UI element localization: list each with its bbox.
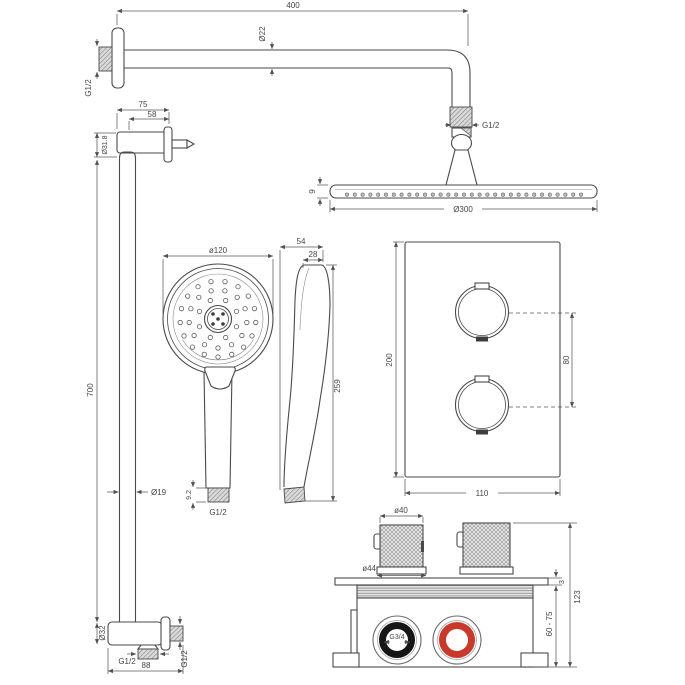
slide-rail-dimensions bbox=[94, 107, 184, 674]
side-front-edge bbox=[283, 264, 305, 488]
rail-top-pin bbox=[171, 139, 188, 149]
valve-ribbed-collar bbox=[356, 584, 534, 599]
valve-knob-left-base bbox=[376, 566, 427, 575]
valve-body-dimensions bbox=[376, 513, 577, 668]
rail-bracket-diameter-label: Ø31.8 bbox=[102, 135, 109, 154]
head-cone bbox=[445, 149, 478, 186]
valve-knob-right bbox=[462, 522, 511, 568]
arm-tube-outer bbox=[124, 49, 471, 107]
rail-outlet-thread-label: G1/2 bbox=[118, 657, 136, 666]
plate-height-label: 200 bbox=[385, 353, 394, 367]
knob-base-diameter-label: ø44 bbox=[362, 564, 376, 573]
valve-foot-right bbox=[520, 652, 549, 668]
valve-body-view bbox=[332, 522, 549, 668]
rail-bottom-flange bbox=[160, 616, 171, 651]
slide-rail-view bbox=[107, 126, 196, 660]
valve-foot-left bbox=[332, 652, 360, 668]
hand-shower-nozzles bbox=[177, 278, 259, 360]
arm-wall-thread bbox=[98, 46, 113, 72]
recess-depth-label: 60 - 75 bbox=[545, 611, 554, 636]
hand-diameter-label: ø120 bbox=[209, 246, 228, 255]
hand-shower-mode-button bbox=[204, 366, 236, 390]
inlet-thread-label: G3/4 bbox=[389, 634, 404, 641]
knob-top-diameter-label: ø40 bbox=[394, 506, 408, 515]
arm-wall-thread-label: G1/2 bbox=[84, 79, 93, 97]
valve-inlet-hot bbox=[432, 615, 482, 665]
rail-top-flange bbox=[163, 126, 173, 163]
plate-knob-top bbox=[454, 282, 510, 342]
head-ball-joint bbox=[450, 133, 473, 153]
hand-shower-front-dimensions bbox=[162, 253, 274, 510]
hand-height-label: 259 bbox=[333, 379, 342, 393]
shower-arm-view bbox=[98, 27, 473, 128]
valve-face-plate bbox=[334, 577, 549, 586]
rain-thickness-label: 9 bbox=[308, 189, 317, 194]
rail-tube bbox=[118, 151, 137, 622]
valve-plate-dimensions bbox=[393, 241, 578, 496]
arm-tube-inner bbox=[124, 67, 453, 107]
rail-wall-thread bbox=[169, 625, 184, 642]
rain-head-nozzles bbox=[345, 192, 583, 197]
head-thread-label: G1/2 bbox=[482, 121, 500, 130]
hand-shower-front-view bbox=[162, 263, 274, 503]
rail-bottom-diameter-label: Ø32 bbox=[98, 625, 107, 641]
arm-diameter-label: Ø22 bbox=[258, 26, 267, 42]
trim-plate bbox=[404, 241, 561, 478]
rail-bracket-inner-label: 58 bbox=[148, 110, 157, 119]
rail-length-label: 700 bbox=[86, 383, 95, 397]
rail-top-bracket bbox=[116, 131, 168, 154]
valve-knob-right-base bbox=[459, 566, 514, 575]
rain-head-plate bbox=[329, 184, 598, 199]
plate-knob-spacing-label: 80 bbox=[562, 355, 571, 364]
rail-wall-thread-label: G1/2 bbox=[180, 650, 189, 668]
rail-bracket-depth-label: 75 bbox=[139, 100, 148, 109]
rail-pin-tip bbox=[186, 139, 196, 149]
hand-shower-side-view bbox=[283, 264, 331, 504]
rail-outlet-thread bbox=[137, 648, 159, 660]
hand-shower-thread bbox=[207, 487, 230, 503]
rain-diameter-label: Ø300 bbox=[453, 205, 473, 214]
rail-bottom-bracket bbox=[107, 621, 163, 646]
arm-outlet-thread bbox=[449, 106, 473, 128]
rail-diameter-label: Ø19 bbox=[151, 488, 167, 497]
body-height-label: 123 bbox=[573, 590, 582, 604]
rain-head-dimensions bbox=[317, 122, 598, 212]
rail-outlet-neck bbox=[136, 644, 160, 650]
valve-side-tab bbox=[350, 609, 358, 656]
plate-knob-bottom bbox=[454, 375, 510, 435]
hand-thread-height-label: 9.2 bbox=[186, 490, 193, 500]
hand-thread-label: G1/2 bbox=[209, 508, 227, 517]
hand-thickness-label: 28 bbox=[309, 250, 318, 259]
shower-arm-dimensions bbox=[94, 8, 469, 79]
hand-shower-side-dimensions bbox=[279, 244, 337, 502]
valve-knob-left bbox=[379, 524, 424, 568]
rain-head-view bbox=[329, 127, 598, 199]
rail-width-label: 88 bbox=[142, 661, 151, 670]
valve-plate-view bbox=[404, 241, 561, 478]
side-back-edge bbox=[303, 264, 331, 488]
hand-depth-label: 54 bbox=[297, 237, 306, 246]
arm-length-label: 400 bbox=[286, 1, 300, 10]
side-thread bbox=[283, 486, 306, 504]
valve-inlet-cold bbox=[372, 615, 422, 665]
arm-wall-flange bbox=[111, 27, 125, 89]
hand-shower-hub bbox=[203, 304, 233, 334]
plate-width-label: 110 bbox=[476, 489, 489, 498]
plate-thickness-label: 3 bbox=[559, 580, 566, 584]
